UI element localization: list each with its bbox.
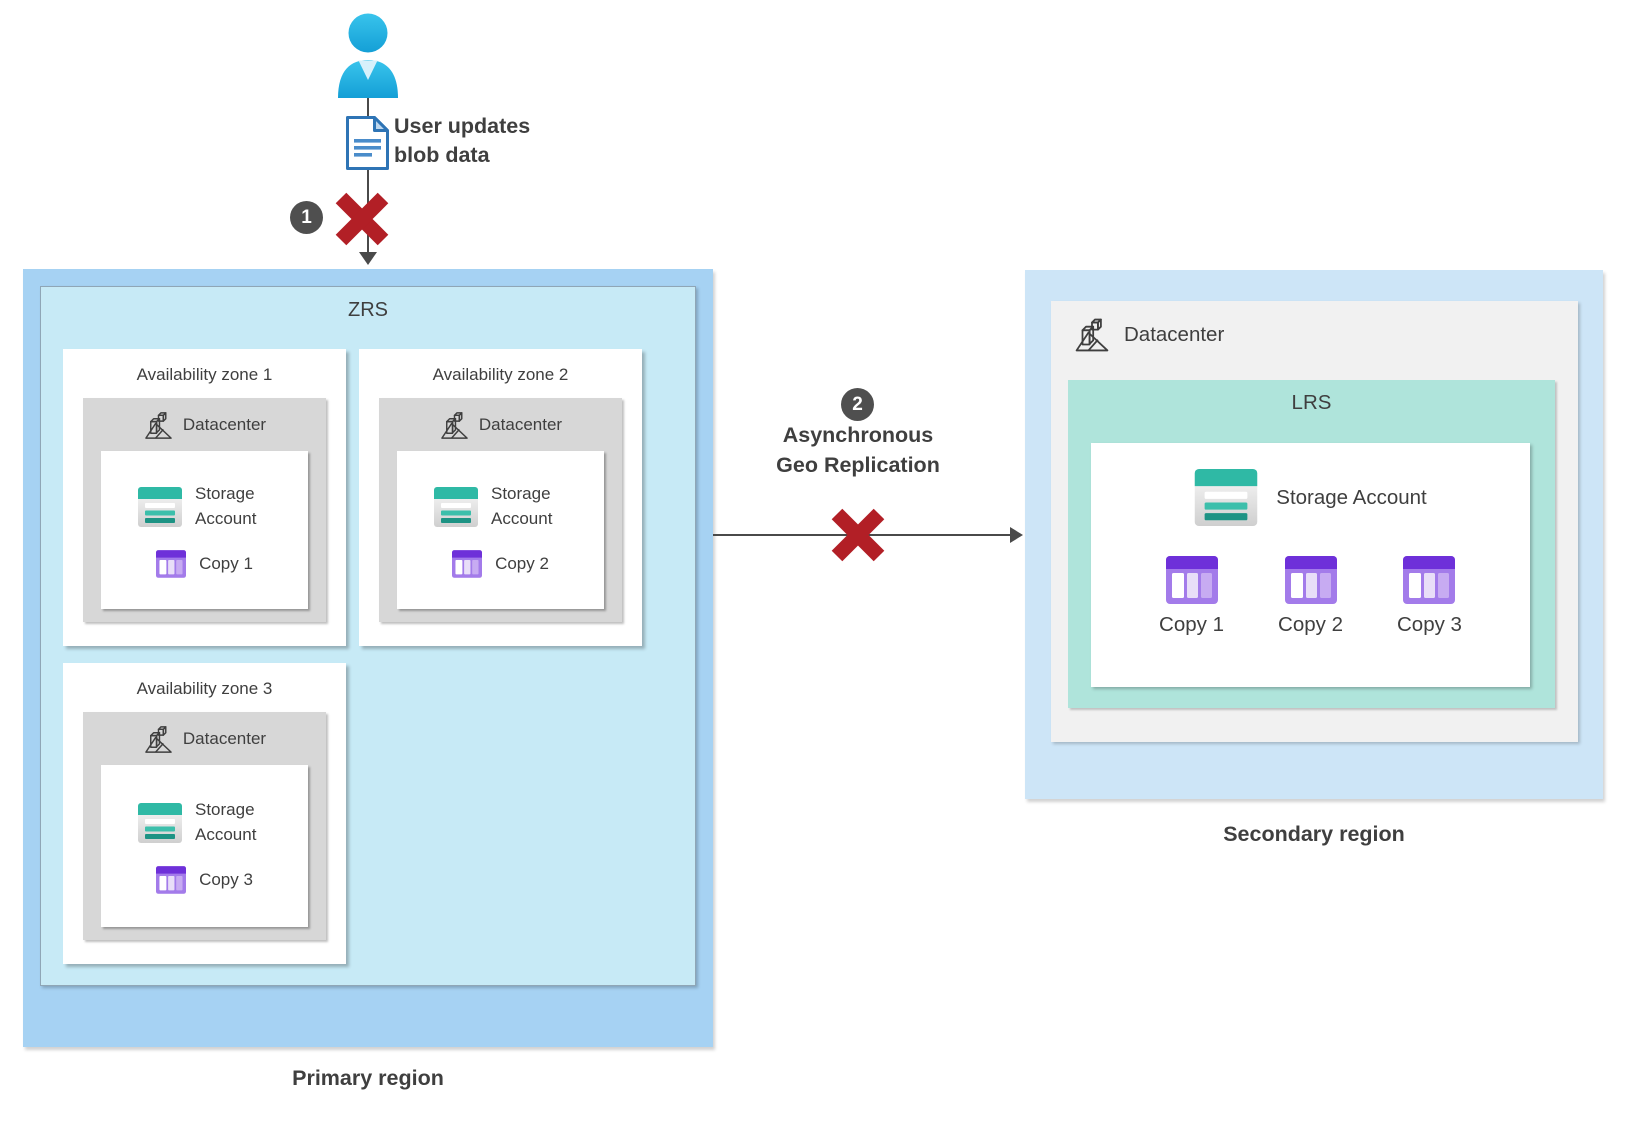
user-action-line1: User updates [394, 114, 531, 138]
datacenter-label: Datacenter [182, 729, 267, 748]
copy-label: Copy 2 [1278, 613, 1343, 636]
storage-account-icon [138, 803, 182, 843]
storage-account-label: Storage Account [1276, 485, 1427, 509]
zone-title: Availability zone 1 [136, 365, 273, 384]
primary-region-box: ZRS Availability zone 1 Datacenter Stora… [23, 269, 713, 1047]
copy-icon [1285, 556, 1337, 604]
user-to-primary-arrow-line [367, 96, 369, 254]
secondary-region-box: Datacenter LRS Storage Account Copy 1 [1025, 270, 1603, 799]
datacenter-box: Datacenter Storage Account Copy 2 [379, 398, 622, 622]
zrs-title: ZRS [348, 299, 388, 321]
zrs-box: ZRS Availability zone 1 Datacenter Stora… [40, 286, 696, 986]
zone-title: Availability zone 3 [136, 679, 273, 698]
user-action-line2: blob data [394, 143, 490, 167]
copy-icon [156, 550, 186, 578]
datacenter-label: Datacenter [182, 415, 267, 434]
copy-item: Copy 2 [1278, 556, 1343, 637]
availability-zone-3: Availability zone 3 Datacenter Storage A… [63, 663, 346, 964]
secondary-datacenter-box: Datacenter LRS Storage Account Copy 1 [1051, 301, 1578, 742]
copy-icon [1403, 556, 1455, 604]
datacenter-icon [143, 724, 174, 755]
datacenter-icon [439, 410, 470, 441]
availability-zone-2: Availability zone 2 Datacenter Storage A… [359, 349, 642, 646]
datacenter-label: Datacenter [478, 415, 563, 434]
primary-region-label: Primary region [292, 1066, 444, 1090]
datacenter-icon [1073, 316, 1111, 354]
storage-card: Storage Account Copy 2 [397, 451, 604, 609]
step-1-badge: 1 [290, 201, 323, 234]
availability-zone-1: Availability zone 1 Datacenter Storage A… [63, 349, 346, 646]
copy-item: Copy 3 [1397, 556, 1462, 637]
datacenter-box: Datacenter Storage Account Copy 1 [83, 398, 326, 622]
copy-icon [1166, 556, 1218, 604]
error-x-icon [829, 506, 887, 564]
copy-icon [156, 866, 186, 894]
copy-label: Copy 1 [1159, 613, 1225, 636]
storage-account-icon [434, 487, 478, 527]
secondary-region-label: Secondary region [1223, 822, 1405, 846]
copy-label: Copy 3 [199, 869, 253, 889]
step-2-badge: 2 [841, 388, 874, 421]
geo-replication-line2: Geo Replication [776, 453, 940, 477]
storage-account-icon [138, 487, 182, 527]
arrow-right-icon [1010, 527, 1023, 543]
geo-replication-label: Asynchronous Geo Replication [708, 420, 1008, 480]
zone-title: Availability zone 2 [432, 365, 569, 384]
user-action-label: User updates blob data [394, 112, 530, 170]
blob-document-icon [346, 116, 389, 170]
copy-item: Copy 1 [1159, 556, 1224, 637]
lrs-storage-card: Storage Account Copy 1 Copy 2 [1091, 443, 1530, 687]
arrow-down-icon [359, 252, 377, 265]
storage-account-icon [1194, 469, 1258, 526]
copy-icon [452, 550, 482, 578]
copy-label: Copy 1 [199, 553, 253, 573]
storage-account-label: Storage Account [195, 484, 257, 528]
error-x-icon [333, 190, 391, 248]
copy-label: Copy 2 [495, 553, 549, 573]
storage-card: Storage Account Copy 3 [101, 765, 308, 927]
storage-account-label: Storage Account [195, 800, 257, 844]
datacenter-icon [143, 410, 174, 441]
geo-replication-line1: Asynchronous [782, 423, 934, 447]
datacenter-box: Datacenter Storage Account Copy 3 [83, 712, 326, 940]
lrs-box: LRS Storage Account Copy 1 Copy 2 [1068, 380, 1555, 708]
storage-card: Storage Account Copy 1 [101, 451, 308, 609]
storage-account-label: Storage Account [491, 484, 553, 528]
copy-label: Copy 3 [1396, 613, 1462, 636]
lrs-title: LRS [1291, 391, 1332, 414]
datacenter-label: Datacenter [1124, 323, 1225, 346]
user-icon [338, 13, 398, 98]
